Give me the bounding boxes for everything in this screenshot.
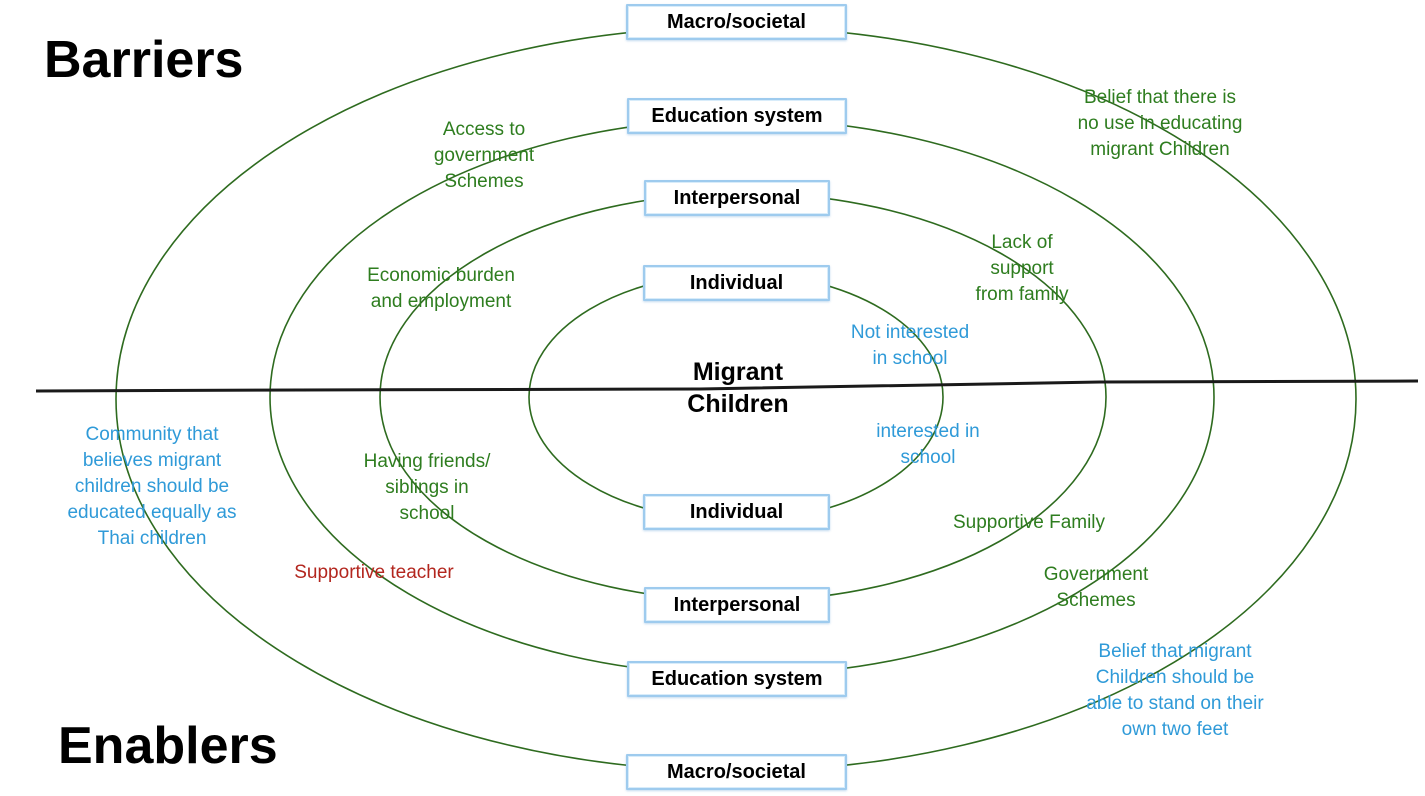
enabler-community-belief: Community that believes migrant children…: [42, 422, 262, 552]
text-line: Schemes: [444, 171, 524, 192]
text-line: from family: [975, 284, 1069, 305]
center-label: Migrant Children: [660, 356, 816, 420]
barrier-enabler-divider: [35, 379, 1419, 393]
text-line: government: [433, 145, 535, 166]
text-line: interested in: [876, 421, 980, 442]
text-line: and employment: [370, 291, 512, 312]
barrier-not-interested-in-school: Not interested in school: [830, 320, 990, 372]
level-box-macro-societal-bottom: Macro/societal: [626, 754, 847, 790]
text-line: Having friends/: [363, 451, 491, 472]
text-line: school: [399, 503, 455, 524]
text-line: educated equally as: [67, 502, 237, 523]
text-line: Belief that migrant: [1098, 641, 1252, 662]
text-line: no use in educating: [1077, 113, 1243, 134]
barriers-heading: Barriers: [44, 31, 244, 89]
text-line: able to stand on their: [1086, 693, 1264, 714]
text-line: own two feet: [1121, 719, 1229, 740]
text-line: Schemes: [1056, 590, 1136, 611]
level-box-education-system-bottom: Education system: [627, 661, 847, 697]
barrier-economic-burden: Economic burden and employment: [341, 263, 541, 315]
level-box-interpersonal-top: Interpersonal: [644, 180, 830, 216]
enabler-interested-in-school: interested in school: [848, 419, 1008, 471]
text-line: believes migrant: [82, 450, 222, 471]
text-line: school: [900, 447, 956, 468]
text-line: Economic burden: [367, 265, 515, 286]
text-line: Not interested: [850, 322, 970, 343]
barrier-lack-of-family-support: Lack of support from family: [952, 230, 1092, 308]
text-line: siblings in: [385, 477, 469, 498]
level-box-individual-top: Individual: [643, 265, 830, 301]
text-line: Thai children: [97, 528, 207, 549]
enablers-heading: Enablers: [58, 717, 278, 775]
center-label-line-2: Children: [687, 390, 789, 418]
text-line: support: [990, 258, 1054, 279]
level-box-macro-societal-top: Macro/societal: [626, 4, 847, 40]
center-label-line-1: Migrant: [692, 358, 784, 386]
text-line: Community that: [85, 424, 219, 445]
text-line: Belief that there is: [1083, 87, 1237, 108]
enabler-supportive-teacher: Supportive teacher: [294, 562, 454, 583]
enabler-friends-siblings-in-school: Having friends/ siblings in school: [337, 449, 517, 527]
text-line: Children should be: [1095, 667, 1255, 688]
text-line: Access to: [442, 119, 526, 140]
enabler-government-schemes: Government Schemes: [1016, 562, 1176, 614]
level-box-interpersonal-bottom: Interpersonal: [644, 587, 830, 623]
barrier-access-to-schemes: Access to government Schemes: [404, 117, 564, 195]
text-line: migrant Children: [1090, 139, 1230, 160]
text-line: Government: [1043, 564, 1149, 585]
text-line: Lack of: [991, 232, 1053, 253]
level-box-individual-bottom: Individual: [643, 494, 830, 530]
barrier-no-use-in-educating: Belief that there is no use in educating…: [1050, 85, 1270, 163]
text-line: children should be: [74, 476, 230, 497]
text-line: in school: [872, 348, 948, 369]
level-box-education-system-top: Education system: [627, 98, 847, 134]
enabler-supportive-family: Supportive Family: [952, 512, 1106, 533]
enabler-stand-on-own-feet: Belief that migrant Children should be a…: [1058, 639, 1292, 743]
